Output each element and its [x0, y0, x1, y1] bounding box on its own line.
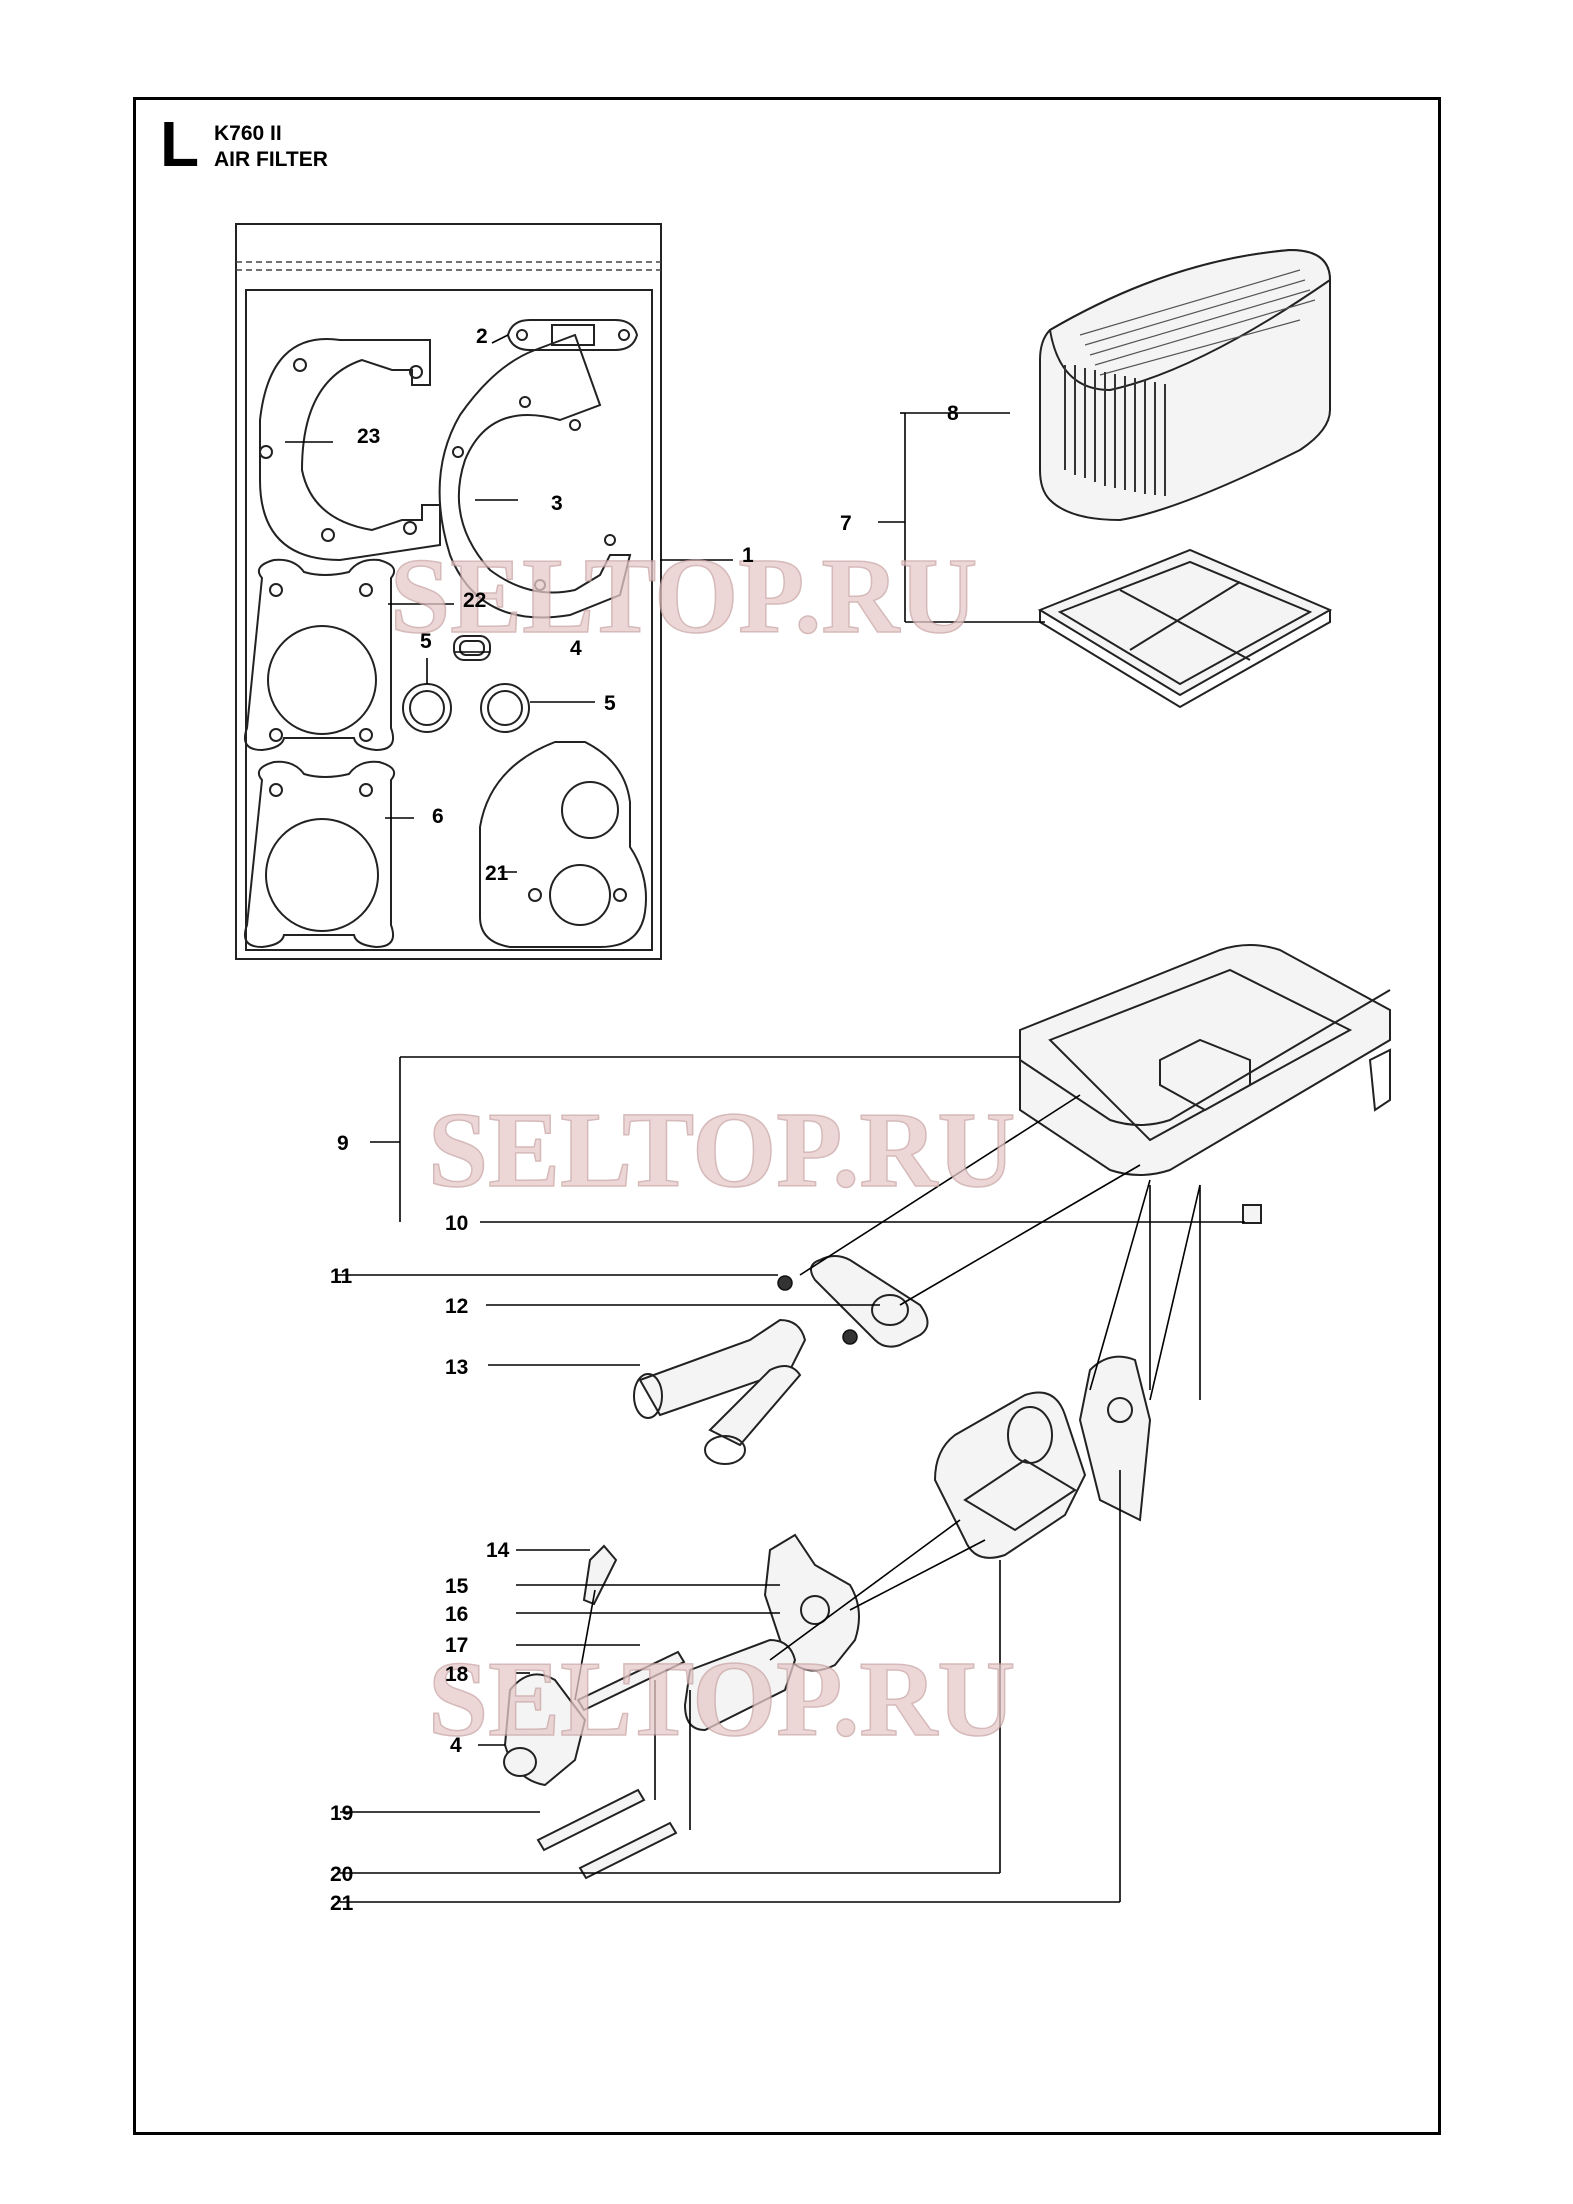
leader-lines — [285, 334, 1245, 1903]
callout-3: 3 — [551, 492, 563, 515]
screw-14-icon — [582, 1544, 618, 1606]
muffler-gasket-icon — [506, 319, 639, 351]
filter-insert-icon — [1037, 548, 1333, 709]
seal-4-icon — [453, 635, 491, 661]
callout-5a: 5 — [420, 630, 432, 653]
carburetor-icon — [933, 1391, 1087, 1559]
gasket-kit-bag-icon — [235, 223, 662, 960]
callout-4: 4 — [570, 637, 582, 660]
callout-17: 17 — [445, 1634, 468, 1657]
callout-8: 8 — [947, 402, 959, 425]
callout-18: 18 — [445, 1663, 469, 1686]
page-title: AIR FILTER — [214, 148, 328, 171]
callout-2: 2 — [476, 325, 488, 348]
model-name: K760 II — [214, 122, 282, 145]
callout-6: 6 — [432, 805, 444, 828]
filter-housing-icon — [1019, 944, 1391, 1176]
callout-1: 1 — [742, 544, 754, 567]
drawing-frame — [133, 97, 1441, 2135]
callout-21: 21 — [330, 1892, 354, 1915]
callout-9: 9 — [337, 1132, 349, 1155]
callout-10: 10 — [445, 1212, 468, 1235]
callout-21-kit: 21 — [485, 862, 509, 885]
callout-19: 19 — [330, 1802, 353, 1825]
seal-4b-icon — [503, 1747, 537, 1777]
bolt-19-icon — [536, 1788, 678, 1880]
nut-10-icon — [1242, 1204, 1262, 1224]
cylinder-gasket-22-icon — [243, 558, 395, 752]
callout-14: 14 — [486, 1539, 510, 1562]
air-filter-cover-icon — [1039, 248, 1332, 522]
callout-numbers: 2 23 3 1 22 4 5 5 6 21 8 7 9 10 11 12 13… — [330, 325, 959, 1915]
callout-13: 13 — [445, 1356, 468, 1379]
cylinder-gasket-6-icon — [243, 760, 395, 949]
screw-11-icon — [777, 1275, 858, 1345]
watermark-middle: SELTOP.RU — [428, 1091, 1015, 1210]
watermark-top: SELTOP.RU — [390, 537, 977, 656]
callout-4b: 4 — [450, 1734, 462, 1757]
callout-12: 12 — [445, 1295, 468, 1318]
callout-20: 20 — [330, 1863, 353, 1886]
bolt-17-icon — [576, 1650, 686, 1712]
crankcase-gasket-23-icon — [259, 338, 441, 562]
callout-11: 11 — [330, 1265, 353, 1288]
carburetor-gasket-21b-icon — [1078, 1355, 1152, 1522]
intake-boot-16-icon — [683, 1638, 797, 1732]
callout-7: 7 — [840, 512, 852, 535]
watermark-bottom: SELTOP.RU — [428, 1640, 1015, 1759]
callout-16: 16 — [445, 1603, 468, 1626]
callout-5b: 5 — [604, 692, 616, 715]
callout-23: 23 — [357, 425, 380, 448]
shaft-seal-5b-icon — [480, 683, 530, 733]
callout-15: 15 — [445, 1575, 469, 1598]
intake-pipe-13-icon — [633, 1318, 807, 1465]
crankcase-gasket-3-icon — [438, 333, 632, 619]
carburetor-gasket-21-icon — [479, 741, 647, 948]
flange-12-icon — [810, 1255, 929, 1348]
shaft-seal-5a-icon — [402, 683, 452, 733]
callout-22: 22 — [463, 589, 486, 612]
section-letter: L — [160, 108, 200, 180]
